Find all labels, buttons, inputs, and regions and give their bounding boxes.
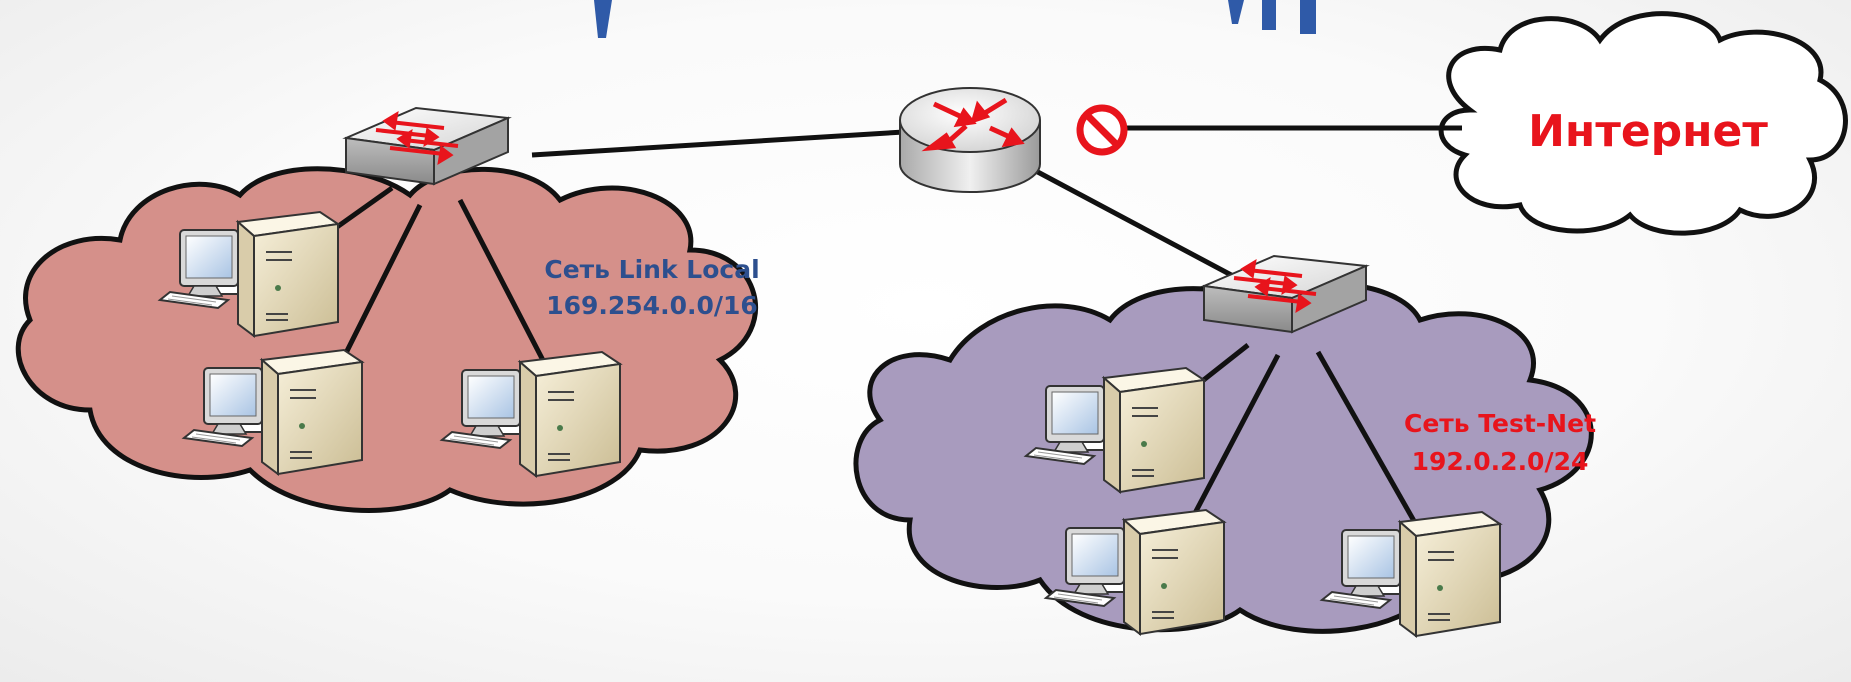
link-router-switch2 <box>1032 167 1252 288</box>
link-local-subnet: 169.254.0.0/16 <box>546 291 758 320</box>
link-sw2-host3 <box>1315 350 1421 530</box>
internet-label: Интернет <box>1528 106 1768 157</box>
link-sw1-host3 <box>457 198 551 372</box>
link-sw2-host2 <box>1191 353 1281 517</box>
link-local-name: Сеть Link Local <box>544 255 759 284</box>
test-net-subnet: 192.0.2.0/24 <box>1412 447 1589 476</box>
title-fragment-right <box>1228 0 1316 34</box>
test-net-name: Сеть Test-Net <box>1404 409 1596 438</box>
link-sw1-host1 <box>328 185 394 235</box>
router-icon <box>899 87 1041 193</box>
link-local-cloud <box>15 166 759 513</box>
link-sw1-host2 <box>337 203 423 367</box>
blocked-icon <box>1076 104 1128 156</box>
title-fragment-left <box>594 0 612 38</box>
link-switch1-router <box>531 129 905 158</box>
internet-cloud <box>1438 11 1848 236</box>
links <box>328 125 1462 530</box>
workstation-icon <box>1045 509 1225 635</box>
